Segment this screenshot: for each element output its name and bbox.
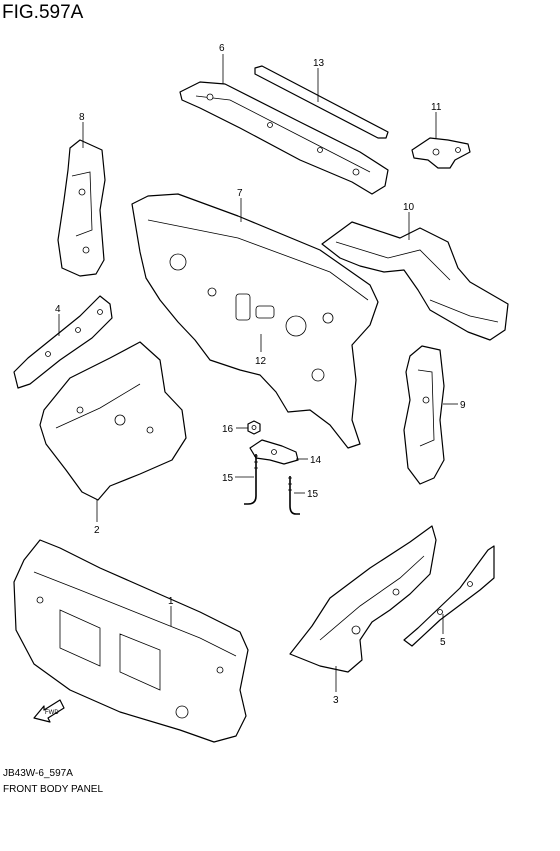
part-2-apron-panel[interactable]	[39, 341, 187, 501]
callout-labels: 6 13 11 8 7 10 4 12 9 16 14 15 15 2 1 3 …	[55, 43, 466, 706]
part-10-cowl-panel[interactable]	[321, 221, 509, 341]
leader-lines	[58, 54, 458, 692]
callout-4: 4	[55, 304, 61, 315]
drawing-code: JB43W-6_597A	[3, 768, 73, 779]
callout-1: 1	[168, 596, 174, 607]
part-1-front-panel[interactable]	[13, 539, 249, 743]
callout-6: 6	[219, 43, 225, 54]
callout-7: 7	[237, 188, 243, 199]
part-15-j-bolt-right[interactable]	[288, 476, 300, 515]
part-6-dash-upper-member[interactable]	[179, 81, 389, 195]
part-11-bracket[interactable]	[411, 137, 471, 169]
fwd-label: FWD	[45, 710, 59, 716]
callout-16: 16	[222, 424, 234, 435]
callout-8: 8	[79, 112, 85, 123]
part-9-side-panel-right[interactable]	[403, 345, 445, 485]
callout-13: 13	[313, 58, 325, 69]
part-7-dash-panel[interactable]	[131, 193, 379, 449]
figure-title: FIG.597A	[2, 2, 84, 23]
part-8-side-panel-left[interactable]	[57, 139, 106, 277]
part-3-side-member[interactable]	[289, 525, 437, 673]
part-16-nut[interactable]	[247, 420, 261, 435]
callout-9: 9	[460, 400, 466, 411]
callout-10: 10	[403, 202, 415, 213]
drawing-name: FRONT BODY PANEL	[3, 784, 104, 795]
callout-3: 3	[333, 695, 339, 706]
callout-11: 11	[431, 102, 442, 113]
callout-2: 2	[94, 525, 100, 536]
part-15-j-bolt-left[interactable]	[244, 454, 258, 505]
callout-15-left: 15	[222, 473, 234, 484]
part-5-brace[interactable]	[403, 545, 495, 647]
part-13-cowl-seal[interactable]	[254, 65, 389, 139]
part-14-bracket[interactable]	[249, 439, 299, 465]
part-4-reinforcement[interactable]	[13, 295, 113, 389]
callout-5: 5	[440, 637, 446, 648]
callout-12: 12	[255, 356, 267, 367]
callout-14: 14	[310, 455, 322, 466]
callout-15-right: 15	[307, 489, 319, 500]
fwd-arrow-icon: FWD	[33, 699, 65, 723]
